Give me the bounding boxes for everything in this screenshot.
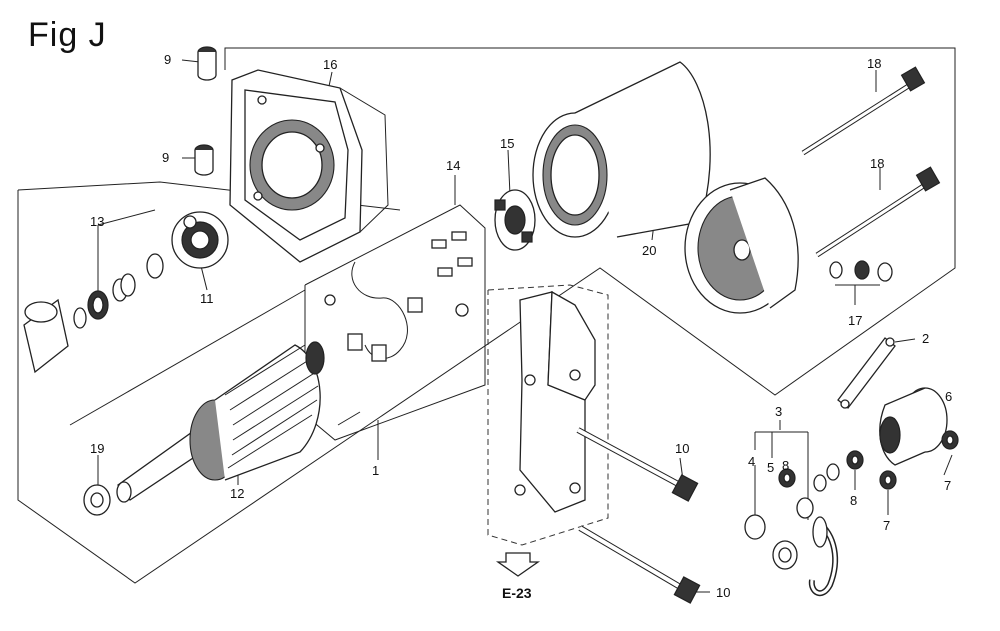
reference-arrow-e23[interactable]: E-23: [495, 552, 541, 601]
part-2-link[interactable]: [837, 337, 896, 409]
callout-9-upper: 9: [164, 52, 171, 67]
armature-outline: [69, 289, 306, 426]
callout-15: 15: [500, 136, 514, 151]
part-6-solenoid[interactable]: [879, 387, 948, 466]
callout-19: 19: [90, 441, 104, 456]
part-10-bolt-lower[interactable]: [578, 525, 701, 604]
part-17-washer-nut-set[interactable]: [829, 260, 893, 282]
figure-title: Fig J: [28, 16, 107, 54]
part-4-terminal[interactable]: [744, 465, 766, 540]
part-9-sleeve-lower[interactable]: [194, 144, 214, 176]
assembly-outline-main: [17, 47, 956, 584]
part-14-brush-holder-set[interactable]: [324, 231, 473, 426]
callout-18-upper: 18: [867, 56, 881, 71]
callout-12: 12: [230, 486, 244, 501]
callout-9-lower: 9: [162, 150, 169, 165]
callout-17: 17: [848, 313, 862, 328]
part-15-brush-plate[interactable]: [494, 189, 536, 251]
part-10-bolt-upper[interactable]: [576, 427, 699, 502]
callout-10-upper: 10: [675, 441, 689, 456]
part-19-washer[interactable]: [83, 484, 111, 516]
callout-1: 1: [372, 463, 379, 478]
part-8-nut-a[interactable]: [778, 468, 796, 488]
reference-link-label[interactable]: E-23: [502, 585, 532, 601]
callout-18-lower: 18: [870, 156, 884, 171]
callout-10-lower: 10: [716, 585, 730, 600]
bracket-dashed-outline[interactable]: [487, 284, 609, 546]
callout-16: 16: [323, 57, 337, 72]
part-13-collar-set[interactable]: [23, 253, 164, 374]
part-18-through-bolt-lower[interactable]: [815, 166, 941, 258]
part-11-pinion-gear[interactable]: [171, 211, 229, 269]
callout-4: 4: [748, 454, 755, 469]
mounting-bracket[interactable]: [514, 290, 596, 513]
part-7-nut-right[interactable]: [941, 430, 959, 450]
part-5-ring-terminal[interactable]: [772, 540, 798, 570]
callout-6: 6: [945, 389, 952, 404]
part-3-cable[interactable]: [796, 497, 839, 597]
part-7-nut-lower[interactable]: [879, 470, 897, 490]
callout-labels: 1 2 3 4 5 6 7 7 8 8 9 9 10 10 11 12 13 1…: [90, 52, 952, 600]
callout-5: 5: [767, 460, 774, 475]
part-20-yoke[interactable]: [532, 61, 711, 238]
callout-8-a: 8: [782, 458, 789, 473]
callout-3: 3: [775, 404, 782, 419]
callout-7-right: 7: [944, 478, 951, 493]
rear-end-cover[interactable]: [684, 177, 799, 314]
part-12-armature[interactable]: [116, 341, 325, 503]
callout-8-b: 8: [850, 493, 857, 508]
callout-14: 14: [446, 158, 460, 173]
callout-2: 2: [922, 331, 929, 346]
callout-20: 20: [642, 243, 656, 258]
callout-11: 11: [200, 291, 214, 306]
part-9-sleeve-upper[interactable]: [197, 46, 217, 81]
callout-7-lower: 7: [883, 518, 890, 533]
part-8-nut-b[interactable]: [813, 450, 864, 492]
part-16-front-housing[interactable]: [229, 69, 389, 263]
callout-13: 13: [90, 214, 104, 229]
part-18-through-bolt-upper[interactable]: [801, 66, 926, 156]
